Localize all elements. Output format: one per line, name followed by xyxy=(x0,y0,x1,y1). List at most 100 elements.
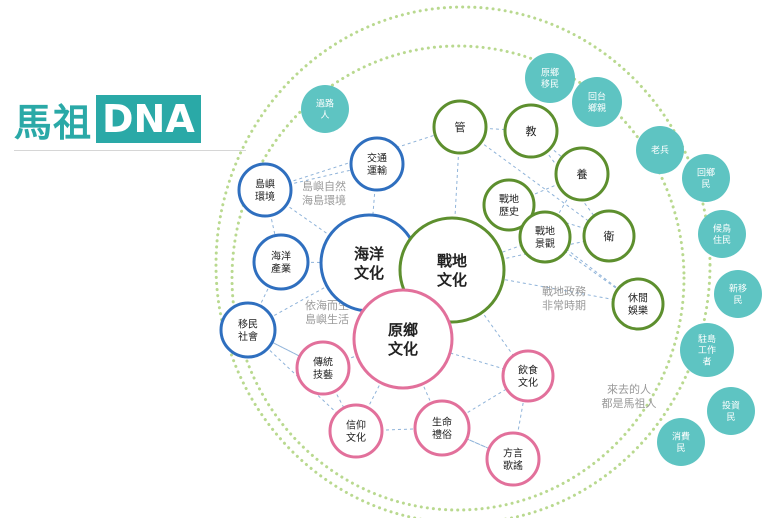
node-label-line: 文化 xyxy=(437,271,467,289)
node-label-line: 管 xyxy=(455,120,466,134)
node-label: 信仰文化 xyxy=(346,419,366,444)
node-label: 島嶼環境 xyxy=(255,177,275,203)
node-circle xyxy=(349,136,405,192)
node-label-line: 消費 xyxy=(672,431,690,443)
connector-line xyxy=(368,163,378,264)
node-circle xyxy=(611,277,665,331)
node-label-line: 人 xyxy=(320,110,329,121)
node-people-consumers: 消費民 xyxy=(657,418,705,466)
node-label-line: 環境 xyxy=(255,190,275,203)
node-label: 衛 xyxy=(604,230,615,243)
node-battle-landscape: 戰地景觀 xyxy=(518,210,572,264)
node-label: 戰地景觀 xyxy=(535,224,555,250)
logo-divider xyxy=(14,150,246,151)
node-circle xyxy=(680,323,734,377)
node-label: 飲食文化 xyxy=(518,363,538,389)
node-circle xyxy=(582,209,636,263)
node-label-line: 信仰 xyxy=(346,419,366,431)
node-label-line: 民 xyxy=(726,412,735,423)
node-label: 生命禮俗 xyxy=(432,415,452,441)
node-label-line: 過路 xyxy=(316,98,334,110)
node-label-line: 戰地 xyxy=(437,252,467,270)
node-circle xyxy=(501,349,555,403)
node-label-line: 休閒 xyxy=(628,292,648,304)
node-label-line: 海洋 xyxy=(271,249,291,262)
node-label-line: 鄉親 xyxy=(588,102,606,114)
node-label-line: 者 xyxy=(702,356,711,367)
node-label-line: 原鄉 xyxy=(541,67,559,79)
node-people-investors: 投資民 xyxy=(707,387,755,435)
node-homeland-faith: 信仰文化 xyxy=(328,403,384,459)
node-label: 方言歌謠 xyxy=(503,446,523,472)
node-people-returnees: 回鄉民 xyxy=(682,154,730,202)
node-label-line: 衛 xyxy=(604,230,615,243)
node-battle-yang: 養 xyxy=(554,146,610,202)
node-label-line: 文化 xyxy=(346,431,366,444)
node-circle xyxy=(503,103,559,159)
node-label-line: 投資 xyxy=(722,400,740,412)
node-label: 回鄉民 xyxy=(697,167,715,190)
node-circle xyxy=(295,340,351,396)
node-label-line: 民 xyxy=(676,443,685,454)
node-label: 休閒娛樂 xyxy=(628,292,648,317)
node-people-veterans: 老兵 xyxy=(636,126,684,174)
inner-dotted-ring xyxy=(230,44,686,512)
node-label-line: 工作 xyxy=(698,344,716,356)
node-homeland-food: 飲食文化 xyxy=(501,349,555,403)
node-label: 戰地文化 xyxy=(437,252,467,289)
node-people-origin-migrants: 原鄉移民 xyxy=(525,53,575,103)
node-label-line: 文化 xyxy=(518,376,538,389)
people-caption: 來去的人都是馬祖人 xyxy=(602,382,657,410)
node-label-line: 娛樂 xyxy=(628,304,648,317)
node-label: 管 xyxy=(455,120,466,134)
node-label-line: 移民 xyxy=(238,317,258,330)
node-label-line: 產業 xyxy=(271,262,291,275)
node-label-line: 歷史 xyxy=(499,206,519,218)
logo-text: 馬祖 xyxy=(14,100,93,145)
node-circle xyxy=(219,301,277,359)
node-label-line: 駐島 xyxy=(698,333,716,345)
battlefield-caption: 戰地政務非常時期 xyxy=(542,284,586,312)
node-ocean-migrant-society: 移民社會 xyxy=(219,301,277,359)
node-people-settlers: 候鳥住民 xyxy=(698,210,746,258)
node-label-line: 戰地 xyxy=(535,224,555,237)
node-circle xyxy=(301,85,349,133)
node-people-new-immigrants: 新移民 xyxy=(714,270,762,318)
node-label-line: 候鳥 xyxy=(713,223,731,235)
node-label-line: 養 xyxy=(577,167,588,181)
node-ocean-marine: 海洋產業 xyxy=(252,233,310,291)
node-label: 候鳥住民 xyxy=(713,223,731,246)
node-label-line: 歌謠 xyxy=(503,459,523,472)
node-label-line: 民 xyxy=(701,179,710,190)
node-circle xyxy=(352,288,454,390)
node-ocean-island-env: 島嶼環境 xyxy=(237,162,293,218)
node-label-line: 移民 xyxy=(541,78,559,90)
node-label: 原鄉文化 xyxy=(388,321,418,358)
node-homeland-craft: 傳統技藝 xyxy=(295,340,351,396)
node-label: 回台鄉親 xyxy=(588,91,606,114)
nature-caption: 島嶼自然海島環境 xyxy=(302,179,346,207)
nature-caption-line: 海島環境 xyxy=(302,193,346,207)
node-circle xyxy=(482,178,536,232)
node-circle xyxy=(518,210,572,264)
sea-life-caption-line: 島嶼生活 xyxy=(305,312,349,326)
people-caption-line: 都是馬祖人 xyxy=(602,396,657,410)
node-label-line: 傳統 xyxy=(313,355,333,368)
logo-dna-badge: DNA xyxy=(96,95,201,143)
node-circle xyxy=(572,77,622,127)
node-label: 養 xyxy=(577,167,588,181)
nature-caption-line: 島嶼自然 xyxy=(302,179,346,193)
node-circle xyxy=(636,126,684,174)
node-label-line: 文化 xyxy=(388,340,418,358)
node-label-line: 飲食 xyxy=(518,363,538,376)
node-circle xyxy=(432,99,488,155)
node-label-line: 禮俗 xyxy=(432,428,452,441)
node-battle-history: 戰地歷史 xyxy=(482,178,536,232)
node-circle xyxy=(707,387,755,435)
node-homeland-dialect: 方言歌謠 xyxy=(485,431,541,487)
node-battle-wei: 衛 xyxy=(582,209,636,263)
node-label-line: 技藝 xyxy=(313,368,333,381)
node-label-line: 交通 xyxy=(367,151,387,164)
node-circle xyxy=(698,210,746,258)
